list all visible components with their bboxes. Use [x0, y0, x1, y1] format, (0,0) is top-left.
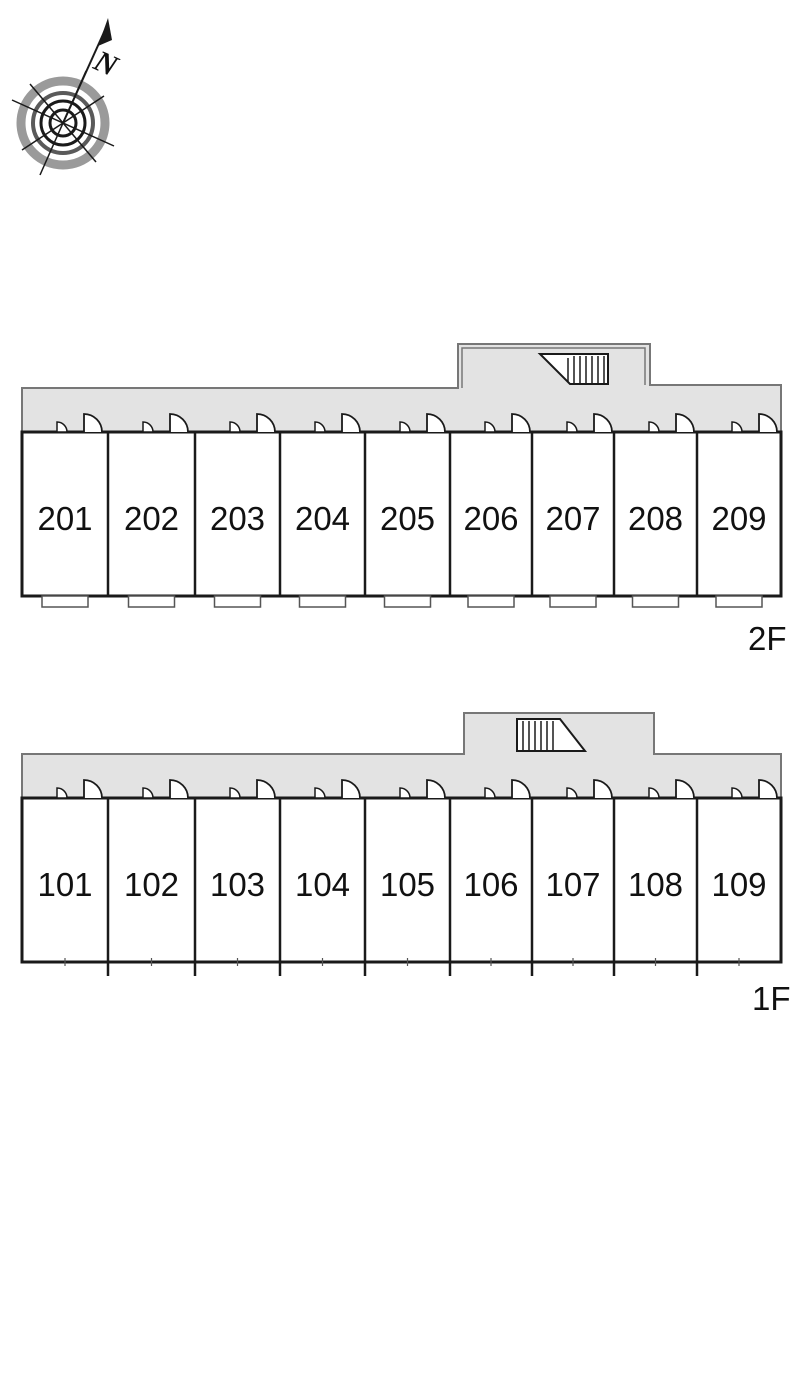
entrance-door-icon: [675, 779, 695, 799]
units-block-2f: [20, 430, 783, 598]
staircase-1f: [516, 718, 588, 752]
entrance-door-icon: [169, 413, 189, 433]
balcony: [383, 595, 432, 608]
entrance-door-icon: [256, 779, 276, 799]
entrance-door-icon: [341, 413, 361, 433]
unit-label-205: 205: [380, 500, 435, 537]
door-swing-icon: [56, 787, 68, 799]
door-swing-icon: [142, 421, 154, 433]
compass-north-label: N: [88, 44, 123, 84]
door-swing-icon: [484, 787, 496, 799]
door-swing-icon: [314, 787, 326, 799]
door-swing-icon: [484, 421, 496, 433]
corridor-2f: [21, 343, 782, 433]
balcony: [127, 595, 176, 608]
floor-label-2f: 2F: [748, 620, 787, 657]
unit-label-201: 201: [37, 500, 92, 537]
balcony: [213, 595, 262, 608]
entrance-door-icon: [511, 779, 531, 799]
entrance-door-icon: [758, 779, 778, 799]
unit-label-103: 103: [210, 866, 265, 903]
entrance-door-icon: [593, 779, 613, 799]
door-swing-icon: [566, 421, 578, 433]
entrance-door-icon: [83, 779, 103, 799]
entrance-door-icon: [256, 413, 276, 433]
entrance-door-icon: [341, 779, 361, 799]
door-swing-icon: [648, 421, 660, 433]
door-swing-icon: [731, 787, 743, 799]
balcony: [467, 595, 515, 608]
balcony: [41, 595, 89, 608]
unit-label-106: 106: [463, 866, 518, 903]
door-swing-icon: [566, 787, 578, 799]
floor-plan-2f: 201 202 203 204 205 206 207 208 209 2F: [20, 343, 787, 657]
entrance-door-icon: [511, 413, 531, 433]
entrance-door-icon: [83, 413, 103, 433]
door-swing-icon: [142, 787, 154, 799]
unit-label-107: 107: [545, 866, 600, 903]
door-swing-icon: [399, 421, 411, 433]
unit-label-108: 108: [628, 866, 683, 903]
entrance-door-icon: [426, 779, 446, 799]
door-swing-icon: [399, 787, 411, 799]
door-swing-icon: [229, 421, 241, 433]
balcony: [715, 595, 763, 608]
unit-label-208: 208: [628, 500, 683, 537]
floor-label-1f: 1F: [752, 980, 791, 1017]
unit-label-206: 206: [463, 500, 518, 537]
unit-label-204: 204: [295, 500, 350, 537]
entrance-door-icon: [593, 413, 613, 433]
unit-label-104: 104: [295, 866, 350, 903]
entrance-door-icon: [169, 779, 189, 799]
compass-icon: N: [11, 18, 124, 176]
unit-label-207: 207: [545, 500, 600, 537]
balcony: [631, 595, 680, 608]
unit-label-209: 209: [711, 500, 766, 537]
balcony: [298, 595, 347, 608]
balcony: [549, 595, 597, 608]
unit-label-102: 102: [124, 866, 179, 903]
unit-label-101: 101: [37, 866, 92, 903]
entrance-door-icon: [758, 413, 778, 433]
unit-label-105: 105: [380, 866, 435, 903]
door-swing-icon: [731, 421, 743, 433]
floor-plan-1f: 101 102 103 104 105 106 107 108 109 1F: [20, 712, 791, 1017]
entrance-door-icon: [675, 413, 695, 433]
entrance-door-icon: [426, 413, 446, 433]
unit-label-109: 109: [711, 866, 766, 903]
door-swing-icon: [648, 787, 660, 799]
unit-label-203: 203: [210, 500, 265, 537]
staircase-2f: [537, 353, 609, 385]
door-swing-icon: [314, 421, 326, 433]
corridor-1f: [21, 712, 782, 799]
unit-label-202: 202: [124, 500, 179, 537]
door-swing-icon: [229, 787, 241, 799]
door-swing-icon: [56, 421, 68, 433]
